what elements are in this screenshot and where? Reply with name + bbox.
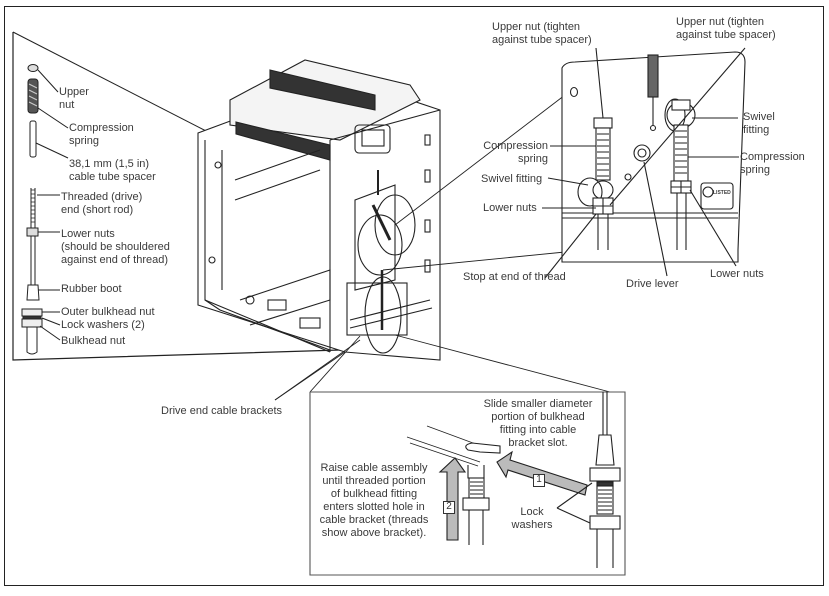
label-swivel-fitting-right: Swivel fitting xyxy=(743,111,775,136)
label-lock-washers-detail: Lock washers xyxy=(511,506,553,531)
label-swivel-fitting-left: Swivel fitting xyxy=(481,173,543,185)
label-threaded-end: Threaded (drive) end (short rod) xyxy=(61,191,143,216)
step-2-marker: 2 xyxy=(443,501,455,514)
label-stop-at-end-of-thread: Stop at end of thread xyxy=(463,271,566,283)
label-compression-spring: Compression spring xyxy=(69,122,134,147)
label-lower-nuts-right: Lower nuts xyxy=(710,268,764,280)
diagram-frame xyxy=(4,6,824,586)
callout-lines xyxy=(274,94,611,401)
label-drive-lever: Drive lever xyxy=(626,278,679,290)
label-upper-nut-left: Upper nut (tighten against tube spacer) xyxy=(492,21,592,46)
label-lower-nuts: Lower nuts (should be shouldered against… xyxy=(61,228,170,266)
compression-spring-icon xyxy=(27,78,69,129)
label-slide-instruction: Slide smaller diameter portion of bulkhe… xyxy=(483,398,593,449)
label-compression-spring-right: Compression spring xyxy=(740,151,805,176)
drive-cable-icon xyxy=(21,188,61,355)
label-raise-instruction: Raise cable assembly until threaded port… xyxy=(319,462,429,539)
label-compression-spring-left: Compression spring xyxy=(483,140,548,165)
label-lower-nuts-left: Lower nuts xyxy=(483,202,537,214)
breaker-body-illustration xyxy=(197,59,441,361)
label-drive-end-cable-brackets: Drive end cable brackets xyxy=(161,405,283,417)
label-rubber-boot: Rubber boot xyxy=(61,283,122,295)
label-upper-nut: Upper nut xyxy=(59,86,89,111)
label-tube-spacer: 38,1 mm (1,5 in) cable tube spacer xyxy=(69,158,156,183)
label-upper-nut-right: Upper nut (tighten against tube spacer) xyxy=(676,16,776,41)
step-1-marker: 1 xyxy=(533,474,545,487)
top-detail-panel xyxy=(542,47,746,279)
label-outer-bulkhead-nut: Outer bulkhead nut xyxy=(61,306,155,318)
parts-list-panel xyxy=(12,31,341,361)
tube-spacer-icon xyxy=(29,120,69,159)
label-lock-washers: Lock washers (2) xyxy=(61,319,145,331)
label-bulkhead-nut: Bulkhead nut xyxy=(61,335,126,347)
bottom-detail-panel xyxy=(309,391,626,576)
upper-nut-icon xyxy=(27,64,59,93)
ul-listed-badge: LISTED xyxy=(713,190,731,196)
